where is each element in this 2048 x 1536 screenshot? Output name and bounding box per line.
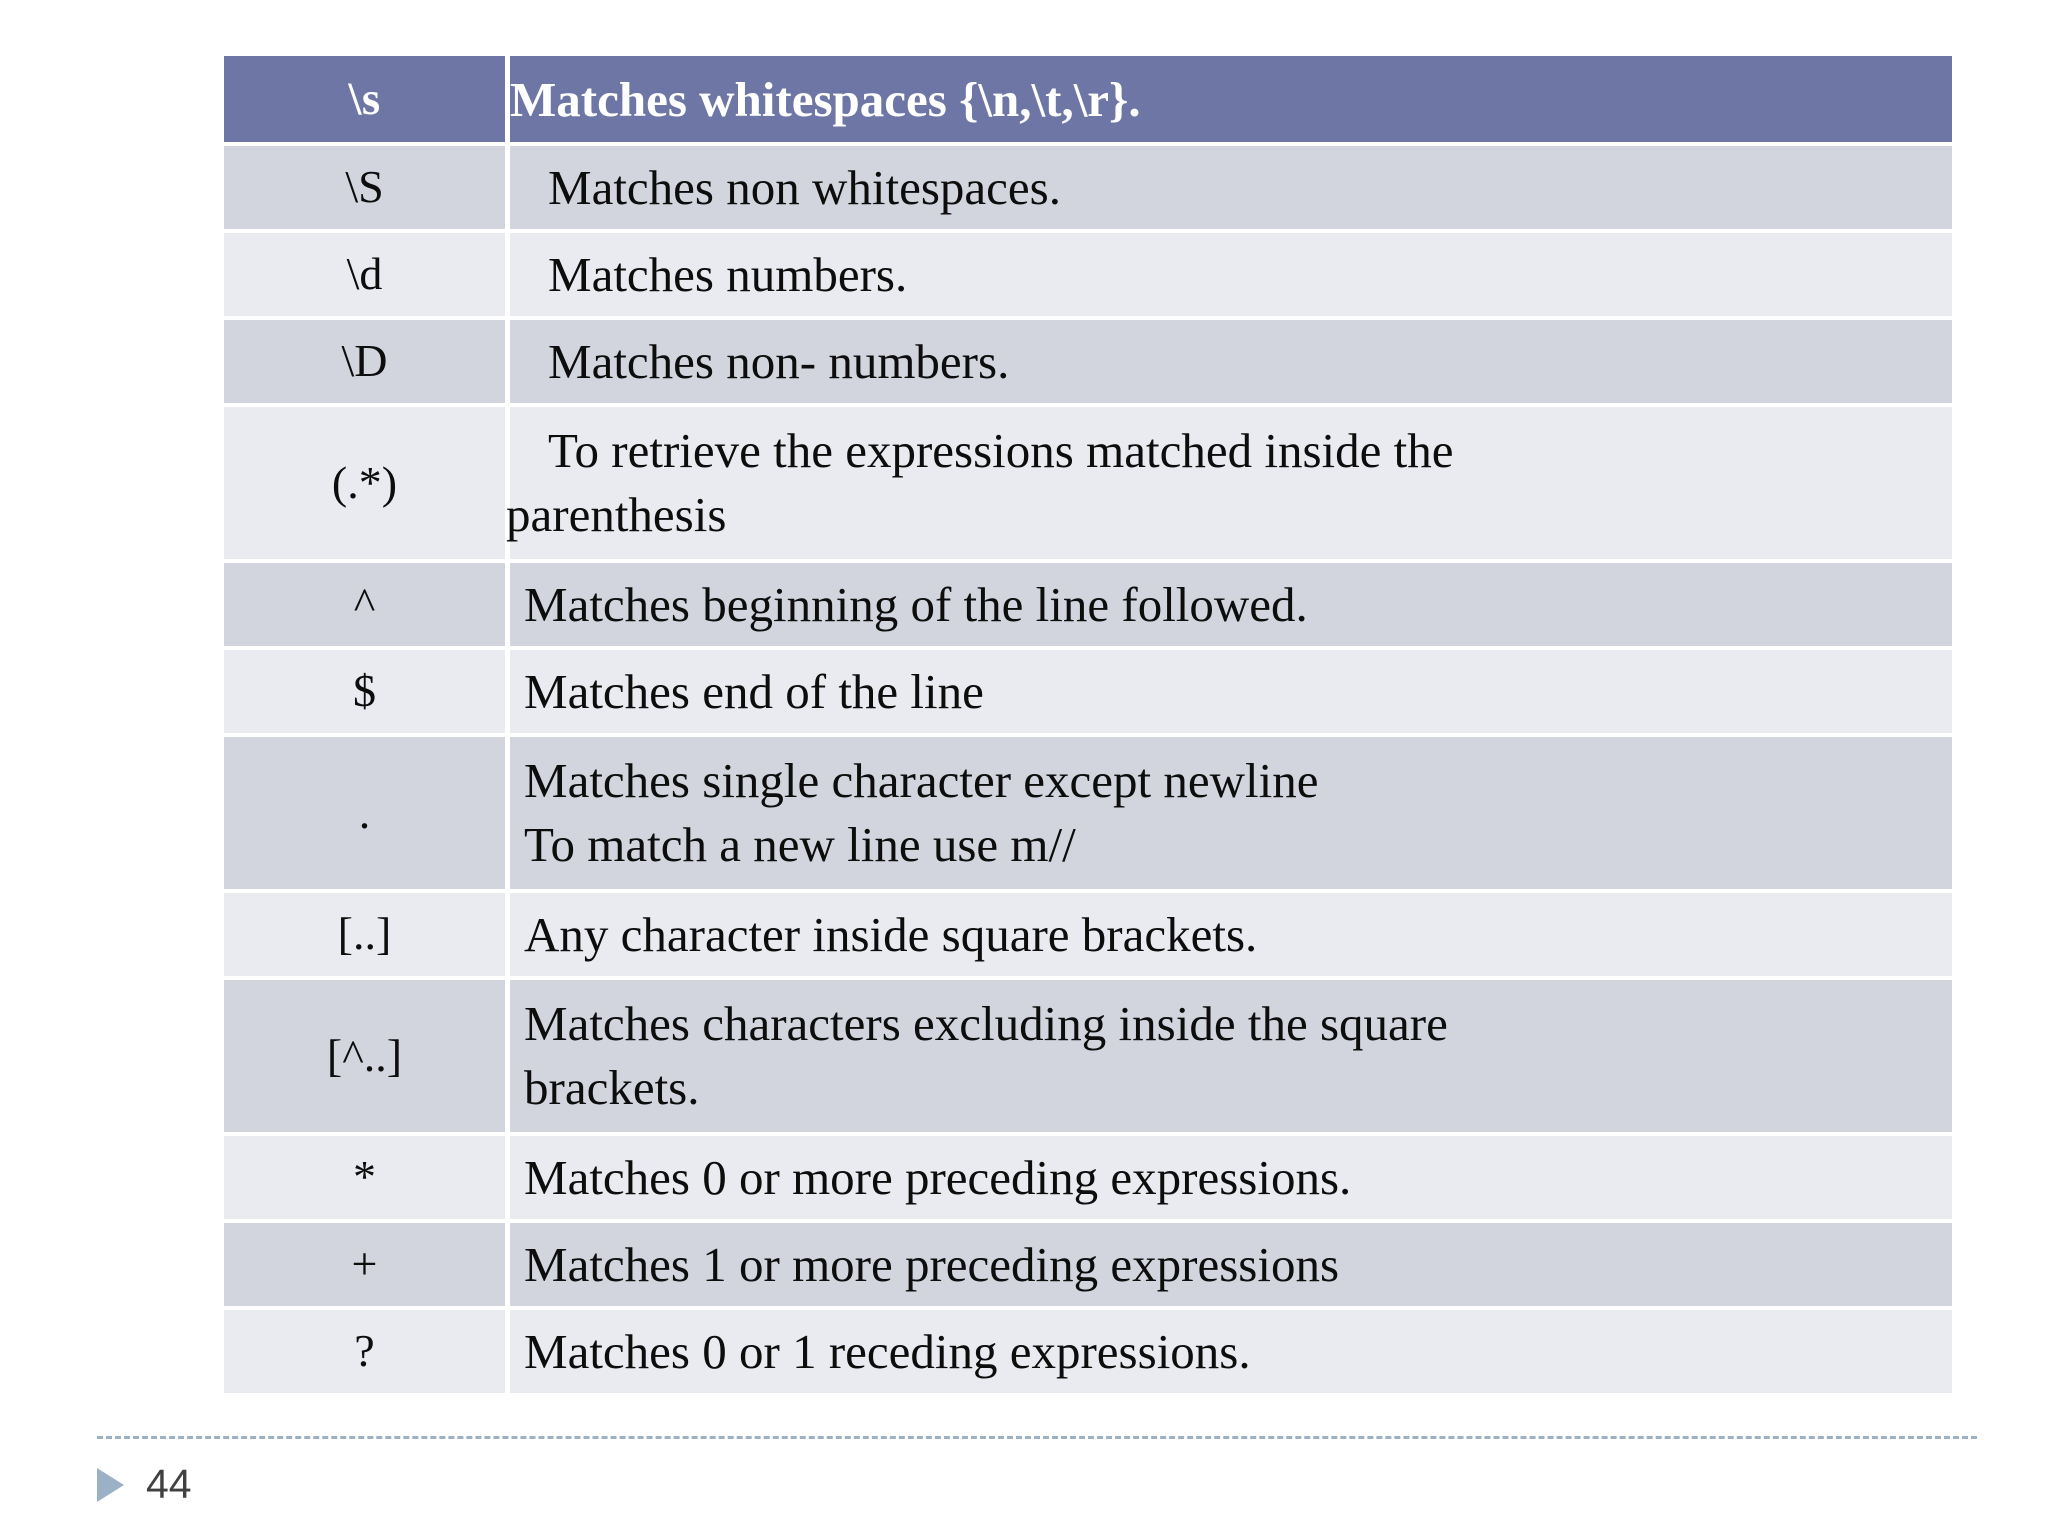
token-cell: \S [224, 146, 505, 229]
column-divider [505, 1136, 510, 1219]
token-cell: ^ [224, 563, 505, 646]
header-description-cell: Matches whitespaces {\n,\t,\r}. [510, 56, 1952, 142]
description-cell: Matches 1 or more preceding expressions [510, 1223, 1952, 1306]
column-divider [505, 650, 510, 733]
footer-divider [97, 1436, 1977, 1439]
description-text-line2: To match a new line use m// [524, 817, 1076, 872]
table-header-row: \s Matches whitespaces {\n,\t,\r}. [224, 56, 1952, 142]
description-text-line2: brackets. [524, 1060, 700, 1115]
table-row: * Matches 0 or more preceding expression… [224, 1136, 1952, 1219]
table-body: \s Matches whitespaces {\n,\t,\r}. \S Ma… [224, 56, 1952, 1393]
table-row: $ Matches end of the line [224, 650, 1952, 733]
token-cell: $ [224, 650, 505, 733]
page-number-marker: 44 [97, 1464, 192, 1505]
description-cell: Any character inside square brackets. [510, 893, 1952, 976]
description-text: Matches numbers. [548, 246, 908, 302]
column-divider [505, 893, 510, 976]
description-cell: Matches end of the line [510, 650, 1952, 733]
description-cell: Matches 0 or 1 receding expressions. [510, 1310, 1952, 1393]
description-cell: Matches beginning of the line followed. [510, 563, 1952, 646]
page-number: 44 [146, 1461, 192, 1507]
description-text: Any character inside square brackets. [524, 906, 1258, 962]
token-cell: (.*) [224, 407, 505, 559]
table-row: \d Matches numbers. [224, 233, 1952, 316]
table-row: ? Matches 0 or 1 receding expressions. [224, 1310, 1952, 1393]
description-cell: Matches 0 or more preceding expressions. [510, 1136, 1952, 1219]
token-cell: [..] [224, 893, 505, 976]
header-token-cell: \s [224, 56, 505, 142]
description-cell: Matches non whitespaces. [510, 146, 1952, 229]
column-divider [505, 1310, 510, 1393]
column-divider [505, 563, 510, 646]
column-divider [505, 56, 510, 142]
description-cell: To retrieve the expressions matched insi… [506, 407, 1952, 559]
column-divider [505, 320, 510, 403]
token-cell: [^..] [224, 980, 505, 1132]
description-text: To retrieve the expressions matched insi… [548, 423, 1454, 479]
description-text: Matches single character except newline [524, 753, 1319, 809]
token-cell: + [224, 1223, 505, 1306]
description-text: Matches 0 or 1 receding expressions. [524, 1323, 1251, 1379]
token-cell: * [224, 1136, 505, 1219]
description-text: Matches characters excluding inside the … [524, 996, 1448, 1052]
table-row: ^ Matches beginning of the line followed… [224, 563, 1952, 646]
table-row: . Matches single character except newlin… [224, 737, 1952, 889]
description-text: Matches beginning of the line followed. [524, 576, 1308, 632]
triangle-right-icon [97, 1467, 124, 1502]
description-text: Matches 0 or more preceding expressions. [524, 1149, 1352, 1205]
description-text: Matches non- numbers. [548, 333, 1010, 389]
table-row: \S Matches non whitespaces. [224, 146, 1952, 229]
description-cell: Matches characters excluding inside the … [510, 980, 1952, 1132]
column-divider [505, 980, 510, 1132]
column-divider [505, 1223, 510, 1306]
column-divider [505, 146, 510, 229]
description-cell: Matches numbers. [510, 233, 1952, 316]
table-row: [..] Any character inside square bracket… [224, 893, 1952, 976]
token-cell: . [224, 737, 505, 889]
description-text-line2: parenthesis [506, 487, 727, 542]
description-text: Matches non whitespaces. [548, 159, 1061, 215]
token-cell: ? [224, 1310, 505, 1393]
token-cell: \d [224, 233, 505, 316]
description-text: Matches 1 or more preceding expressions [524, 1236, 1340, 1292]
regex-metacharacters-table: \s Matches whitespaces {\n,\t,\r}. \S Ma… [224, 56, 1952, 1393]
column-divider [505, 737, 510, 889]
description-cell: Matches non- numbers. [510, 320, 1952, 403]
table-row: \D Matches non- numbers. [224, 320, 1952, 403]
table-row: [^..] Matches characters excluding insid… [224, 980, 1952, 1132]
table-row: (.*) To retrieve the expressions matched… [224, 407, 1952, 559]
column-divider [505, 233, 510, 316]
token-cell: \D [224, 320, 505, 403]
column-divider [505, 407, 510, 559]
table-row: + Matches 1 or more preceding expression… [224, 1223, 1952, 1306]
description-text: Matches end of the line [524, 663, 984, 719]
